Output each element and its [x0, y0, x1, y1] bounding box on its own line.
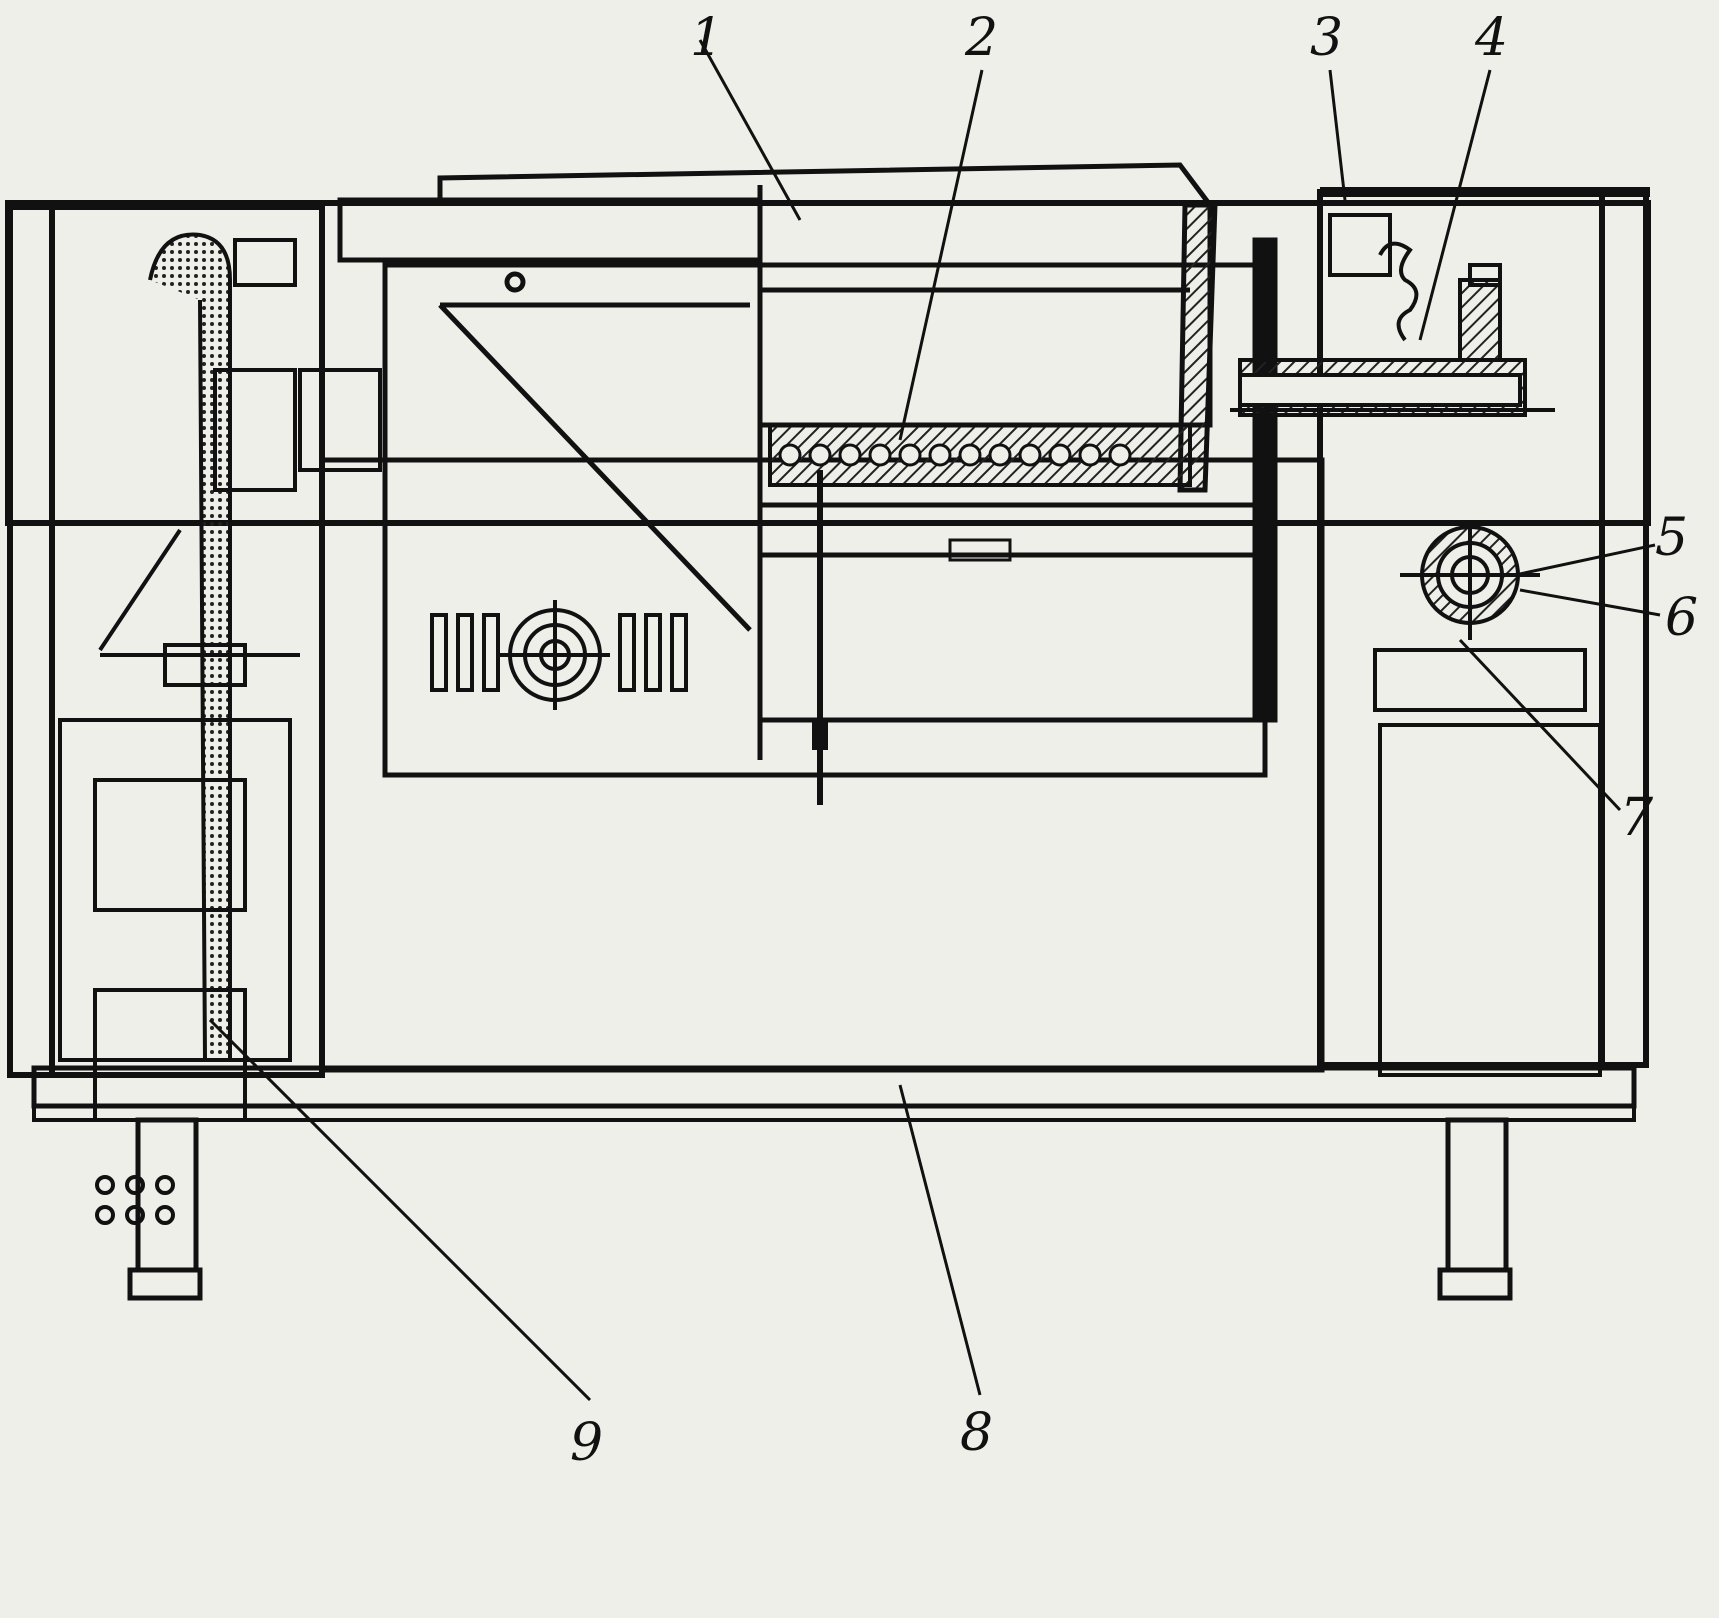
leader-8 — [898, 1084, 982, 1396]
leader-7 — [1458, 638, 1622, 812]
callout-5: 5 — [1655, 508, 1688, 568]
support-feet — [127, 1117, 1513, 1301]
leader-2 — [898, 69, 984, 441]
leader-6 — [1519, 588, 1661, 617]
leader-9 — [208, 1018, 592, 1402]
callout-7: 7 — [1620, 788, 1654, 848]
callout-8: 8 — [960, 1403, 993, 1463]
leader-1 — [698, 39, 802, 221]
leader-4 — [1418, 69, 1492, 341]
callout-3: 3 — [1310, 8, 1343, 68]
leader-5 — [1514, 543, 1656, 577]
callout-1: 1 — [690, 8, 723, 68]
callout-4: 4 — [1474, 8, 1508, 68]
gearbox — [1230, 213, 1602, 1077]
callout-9: 9 — [570, 1413, 603, 1473]
leader-lines — [208, 39, 1661, 1402]
callout-2: 2 — [964, 8, 998, 68]
leader-3 — [1328, 69, 1347, 201]
callout-6: 6 — [1665, 588, 1698, 648]
chain-drive — [58, 232, 382, 1225]
heating-element — [768, 423, 1192, 805]
control-panel — [430, 600, 688, 710]
callout-labels: 1 2 3 4 5 6 7 8 9 — [570, 8, 1698, 1473]
